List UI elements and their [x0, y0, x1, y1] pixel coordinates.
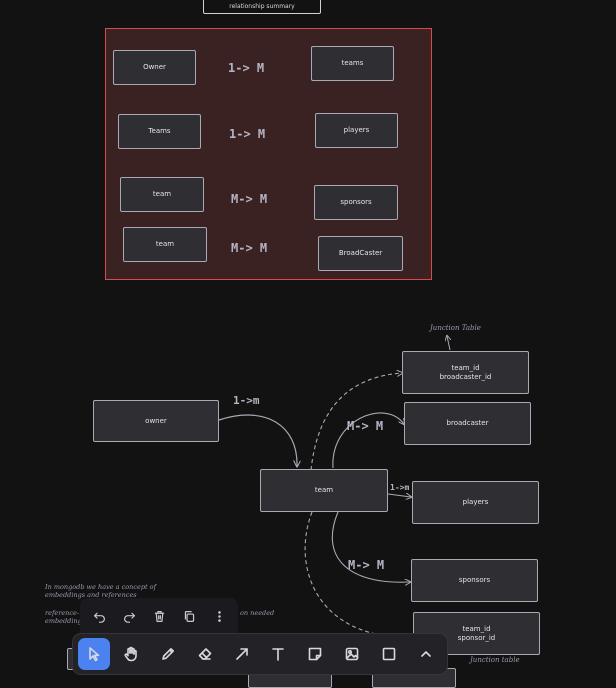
summary-team-box-1[interactable]: team: [120, 177, 204, 212]
pointer-icon[interactable]: [78, 638, 110, 670]
undo-icon[interactable]: [87, 604, 111, 628]
eraser-icon[interactable]: [189, 638, 221, 670]
junction-team-id-text: team_id: [451, 363, 480, 372]
junction-team-id-text-2: team_id: [462, 624, 491, 633]
chevron-up-icon[interactable]: [410, 638, 442, 670]
sticky-note-icon[interactable]: [299, 638, 331, 670]
summary-teams-box[interactable]: teams: [311, 46, 394, 81]
arrow-team-sponsors: [331, 511, 410, 582]
summary-rel-team-sponsors: M-> M: [231, 192, 268, 206]
note-line-3b: on needed: [240, 609, 275, 617]
label-team-broadcaster: M-> M: [347, 419, 384, 433]
note-line-1: In mongodb we have a concept of: [45, 583, 156, 591]
summary-rel-owner-teams: 1-> M: [228, 61, 265, 75]
arrow-owner-team: [218, 414, 297, 466]
summary-teams-left-box[interactable]: Teams: [118, 114, 201, 149]
arrow-junction-label: [447, 336, 450, 351]
label-team-sponsors: M-> M: [348, 558, 385, 572]
note-line-3a: reference-: [45, 609, 80, 617]
summary-sponsors-box[interactable]: sponsors: [314, 185, 398, 220]
junction-team-broadcaster-box[interactable]: team_id broadcaster_id: [402, 351, 529, 394]
hand-icon[interactable]: [115, 638, 147, 670]
label-owner-team: 1->m: [233, 394, 260, 407]
players-box[interactable]: players: [412, 481, 539, 524]
summary-rel-team-broadcaster: M-> M: [231, 241, 268, 255]
selection-toolbar: [80, 598, 238, 634]
arrow-icon[interactable]: [226, 638, 258, 670]
note-line-4: embedding: [45, 617, 82, 625]
image-icon[interactable]: [336, 638, 368, 670]
arrow-team-broadcaster: [332, 412, 404, 469]
trash-icon[interactable]: [147, 604, 171, 628]
junction-sponsor-id-text: sponsor_id: [457, 633, 496, 642]
arrow-team-junction-broadcaster: [310, 373, 402, 471]
team-box[interactable]: team: [260, 469, 388, 512]
rectangle-icon[interactable]: [373, 638, 405, 670]
relationship-summary-title[interactable]: relationship summary: [203, 0, 321, 14]
text-icon[interactable]: [262, 638, 294, 670]
duplicate-icon[interactable]: [177, 604, 201, 628]
label-team-players: 1->m: [390, 483, 410, 492]
more-icon[interactable]: [207, 604, 231, 628]
junction-table-label-top: Junction Table: [430, 324, 481, 332]
owner-box[interactable]: owner: [93, 400, 219, 442]
pencil-icon[interactable]: [152, 638, 184, 670]
drawing-toolbar: [72, 633, 448, 675]
junction-broadcaster-id-text: broadcaster_id: [439, 372, 492, 381]
redo-icon[interactable]: [117, 604, 141, 628]
junction-table-label-bottom: Junction table: [470, 656, 520, 664]
summary-rel-teams-players: 1-> M: [229, 127, 266, 141]
summary-players-box[interactable]: players: [315, 113, 398, 148]
summary-team-box-2[interactable]: team: [123, 227, 207, 262]
summary-owner-box[interactable]: Owner: [113, 50, 196, 85]
broadcaster-box[interactable]: broadcaster: [404, 402, 531, 445]
arrow-team-players: [387, 494, 411, 497]
summary-broadcaster-box[interactable]: BroadCaster: [318, 236, 403, 271]
note-line-2: embeddings and references: [45, 591, 137, 599]
sponsors-box[interactable]: sponsors: [411, 559, 538, 602]
